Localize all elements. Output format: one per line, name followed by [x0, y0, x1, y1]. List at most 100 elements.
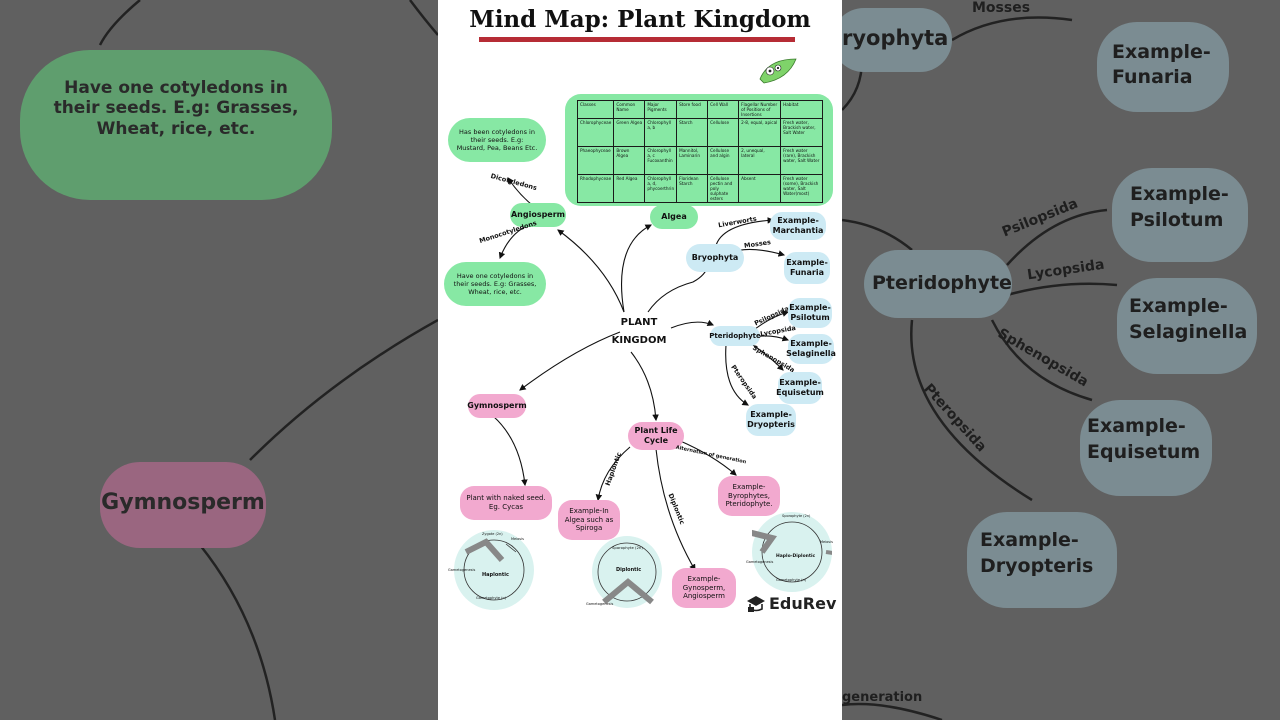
haplontic-example-node: Example-In Algea such as Spiroga [558, 500, 620, 540]
cycle-label-sporophyte: Sporophyte (2n) [612, 545, 643, 550]
cycle-label-meiosis: Meiosis [511, 537, 524, 541]
dryopteris-node: Example-Dryopteris [746, 404, 796, 436]
page-title: Mind Map: Plant Kingdom [469, 6, 811, 33]
table-cell: Cellulose and algin [707, 146, 740, 176]
cycle-label-center: Diplontic [616, 567, 642, 573]
table-cell: Chlorophyll a, c Fucoxanthin [644, 146, 678, 176]
center-node-line2: KINGDOM [611, 335, 667, 346]
haplontic-cycle-arrows [463, 538, 525, 601]
background-dryopteris-text: Example-Dryopteris [980, 529, 1094, 577]
angiosperm-node: Angiosperm [510, 203, 566, 227]
table-cell: Rhodophyceae [576, 174, 615, 204]
mind-map-connectors [492, 177, 790, 571]
background-right-arrows [842, 16, 1118, 720]
background-equisetum-text: Example-Equisetum [1087, 415, 1201, 463]
algae-classes-table-card: Classes Common Name Major Pigments Store… [565, 94, 833, 206]
table-row: Chlorophyceae Green Algea Chlorophyll a,… [576, 118, 824, 148]
bryophyta-node: Bryophyta [686, 244, 744, 272]
background-bryophyta-blob [842, 8, 952, 72]
cycle-label-gametogenesis: Gametogenesis [586, 602, 614, 606]
cycle-label-center: Haplo-Diplontic [776, 554, 816, 559]
center-node-plant-kingdom: PLANT KINGDOM [610, 312, 668, 352]
background-psilotum-blob [1112, 168, 1248, 262]
cycle-label-sporophyte: Sporophyte (2n) [782, 514, 811, 518]
background-psilotum-text: Example-Psilotum [1130, 183, 1229, 231]
algae-classes-table: Classes Common Name Major Pigments Store… [576, 99, 824, 204]
title-underline [479, 37, 795, 42]
edurev-logo: EduRev [746, 594, 836, 613]
haplo-diplontic-cycle-arrows [752, 521, 832, 583]
background-bryophyta-text: ryophyta [842, 26, 949, 50]
table-cell: Red Algea [613, 174, 646, 204]
table-cell: Phaeophyceae [576, 146, 615, 176]
cycle-label-gametogenesis: Gametogenesis [448, 568, 476, 572]
algea-node: Algea [650, 205, 698, 229]
diplontic-example-node: Example-Gynosperm, Angiosperm [672, 568, 736, 608]
table-cell: Chlorophyceae [576, 118, 615, 148]
table-cell: 2-8, equal, apical [738, 118, 782, 148]
leaf-mascot-icon [759, 58, 797, 84]
background-right-panel: ryophyta Mosses Example-Funaria Example-… [842, 0, 1280, 720]
background-pteridophyte-text: Pteridophyte [872, 272, 1012, 294]
plant-life-cycle-node: Plant Life Cycle [628, 422, 684, 450]
table-cell: Green Algea [613, 118, 646, 148]
funaria-node: Example-Funaria [784, 252, 830, 284]
mind-map-canvas: Mind Map: Plant Kingdom [438, 0, 842, 720]
background-gymnosperm-text: Gymnosperm [101, 490, 265, 515]
table-row: Phaeophyceae Brown Algea Chlorophyll a, … [576, 146, 824, 176]
table-cell: Cellulose pectin and poly sulphate ester… [707, 174, 740, 204]
pteridophyte-node: Pteridophyte [709, 326, 761, 346]
background-pteridophyte-blob [864, 250, 1012, 318]
background-funaria-text: Example-Funaria [1112, 41, 1211, 88]
gymnosperm-node: Gymnosperm [467, 394, 527, 418]
table-cell: Chlorophyll a, b [644, 118, 678, 148]
haplo-diplontic-cycle-diagram: Sporophyte (2n) Haplo-Diplontic Meiosis … [746, 512, 833, 592]
table-header-cell: Major Pigments [644, 99, 678, 120]
haplontic-cycle-diagram: Zygote (2n) Meiosis Haplontic Gametogene… [448, 530, 534, 610]
table-cell: Brown Algea [613, 146, 646, 176]
diplontic-cycle-arrows [597, 542, 657, 605]
background-funaria-blob [1097, 22, 1229, 112]
background-generation-label: generation [842, 690, 923, 705]
table-cell: Chlorophyll a, d, phycoerthrin [644, 174, 678, 204]
cycle-label-gametophyte: Gametophyte (n) [776, 578, 807, 582]
table-cell: Cellulose [707, 118, 740, 148]
gymnosperm-description-node: Plant with naked seed. Eg. Cycas [460, 486, 552, 520]
table-row: Rhodophyceae Red Algea Chlorophyll a, d,… [576, 174, 824, 204]
table-cell: Floridean Starch [676, 174, 709, 204]
table-header-cell: Classes [576, 99, 615, 120]
dicot-description-node: Has been cotyledons in their seeds. E.g:… [448, 118, 546, 162]
cycle-label-center: Haplontic [482, 572, 509, 578]
table-header-row: Classes Common Name Major Pigments Store… [576, 99, 824, 120]
table-cell: Fresh water, Brackish water, Salt Water [780, 118, 824, 148]
background-selaginella-text: Example-Selaginella [1129, 295, 1248, 343]
background-left-arrows [98, 0, 438, 720]
background-mosses-label: Mosses [972, 0, 1031, 16]
graduation-cap-icon [747, 595, 765, 612]
cycle-label-gametophyte: Gametophyte (n) [476, 596, 507, 600]
table-header-cell: Flagellar Number of Positions of Inserti… [738, 99, 782, 120]
table-header-cell: Habitat [780, 99, 824, 120]
equisetum-node: Example-Equisetum [776, 372, 824, 404]
table-cell: Starch [676, 118, 709, 148]
background-left-panel: Have one cotyledons in their seeds. E.g:… [0, 0, 438, 720]
selaginella-node: Example-Selaginella [786, 334, 836, 364]
table-cell: Fresh water (rare), Brackish water, Salt… [780, 146, 824, 176]
psilotum-node: Example-Psilotum [788, 298, 832, 328]
monocot-description-node: Have one cotyledons in their seeds. E.g:… [444, 262, 546, 306]
table-header-cell: Cell Wall [707, 99, 740, 120]
table-cell: Mannitol, Laminarin [676, 146, 709, 176]
table-cell: Fresh water (some), Brackish water, Salt… [780, 174, 824, 204]
cycle-label-meiosis: Meiosis [820, 540, 833, 544]
brand-name: EduRev [769, 594, 837, 613]
background-equisetum-blob [1080, 400, 1212, 496]
cycle-label-zygote: Zygote (2n) [482, 532, 503, 536]
table-header-cell: Store food [676, 99, 709, 120]
table-header-cell: Common Name [613, 99, 646, 120]
marchantia-node: Example-Marchantia [770, 212, 826, 240]
background-monocot-text: Have one cotyledons in their seeds. E.g:… [53, 78, 299, 139]
cycle-label-gametogenesis: Gametogenesis [746, 560, 774, 564]
alternation-example-node: Example-Byrophytes, Pteridophyte. [718, 476, 780, 516]
table-cell: 2, unequal, lateral [738, 146, 782, 176]
background-gymnosperm-blob [100, 462, 266, 548]
